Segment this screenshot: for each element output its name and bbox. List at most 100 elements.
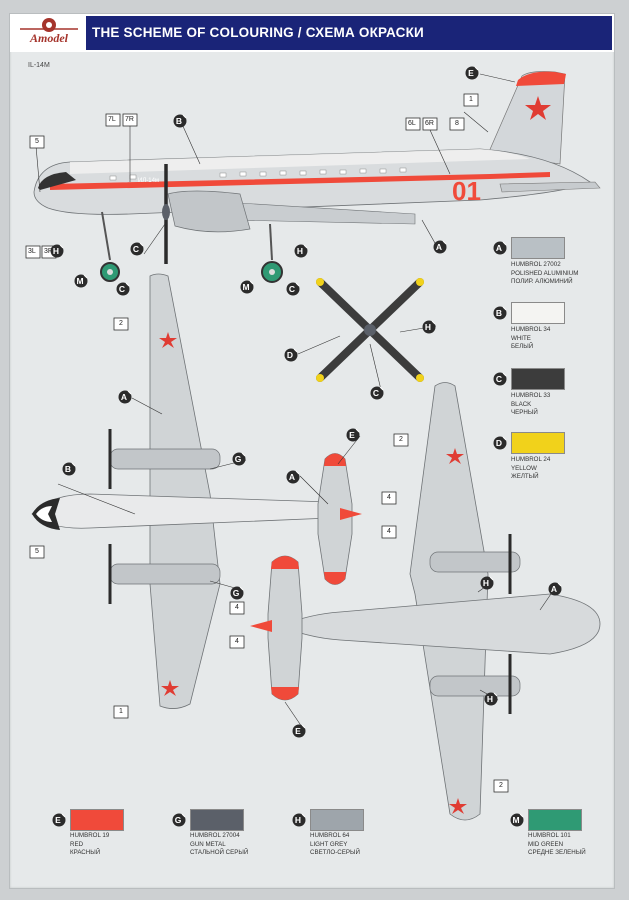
callout-1-side xyxy=(463,93,479,107)
callout-7L xyxy=(105,113,121,127)
paint-code-badge-g: G xyxy=(232,452,246,466)
paint-code-badge-a: A xyxy=(548,582,562,596)
svg-text:E: E xyxy=(55,815,61,825)
callout-label: 6R xyxy=(425,120,434,127)
paint-code-badge-g: G xyxy=(230,586,244,600)
paint-code-badge-m: M xyxy=(240,280,254,294)
legend-badge-B: B xyxy=(493,306,507,320)
paint-code-badge-c: C xyxy=(116,282,130,296)
paint-code-badge-e: E xyxy=(292,724,306,738)
paint-code-badge-h: H xyxy=(294,244,308,258)
paint-code-badge-a: A xyxy=(118,390,132,404)
amodel-logo: Amodel xyxy=(16,17,82,47)
callout-2-top xyxy=(113,317,129,331)
logo-roundel-icon xyxy=(20,18,78,32)
swatch-C xyxy=(511,368,565,390)
callout-4-bottom-b xyxy=(229,635,245,649)
callout-label: 2 xyxy=(499,782,503,789)
svg-text:B: B xyxy=(65,464,71,474)
callout-labels: 7L 7R 5 6L 6R 8 1 3L 3R 2 1 5 4 4 2 2 4 … xyxy=(10,14,614,888)
tail-number: 01 xyxy=(452,176,481,206)
svg-text:A: A xyxy=(551,584,557,594)
svg-text:C: C xyxy=(289,284,295,294)
svg-text:B: B xyxy=(496,308,502,318)
paint-code-badge-d: D xyxy=(284,348,298,362)
paint-code-badge-c: C xyxy=(286,282,300,296)
callout-label: 8 xyxy=(455,120,459,127)
callout-6R xyxy=(422,117,438,131)
svg-text:E: E xyxy=(468,68,474,78)
callout-6L xyxy=(405,117,421,131)
page-title: THE SCHEME OF COLOURING / СХЕМА ОКРАСКИ xyxy=(92,25,424,40)
paint-code-badge-h: H xyxy=(50,244,64,258)
callout-7R xyxy=(122,113,138,127)
legend-badge-M: M xyxy=(510,813,524,827)
swatch-G xyxy=(190,809,244,831)
callout-1-top xyxy=(113,705,129,719)
callout-label: 5 xyxy=(35,138,39,145)
svg-text:C: C xyxy=(496,374,502,384)
callout-label: 3R xyxy=(44,248,53,255)
svg-text:E: E xyxy=(295,726,301,736)
side-view: 01 ИЛ-14м xyxy=(33,71,601,283)
svg-text:M: M xyxy=(242,282,249,292)
legend-badge-A: A xyxy=(493,241,507,255)
callout-label: 4 xyxy=(387,494,391,501)
paint-code-badge-h: H xyxy=(480,576,494,590)
svg-text:M: M xyxy=(76,276,83,286)
bottom-view xyxy=(250,382,601,821)
header: Amodel THE SCHEME OF COLOURING / СХЕМА О… xyxy=(10,14,614,52)
svg-text:H: H xyxy=(53,246,59,256)
svg-text:H: H xyxy=(297,246,303,256)
svg-text:A: A xyxy=(496,243,502,253)
paint-code-badge-h: H xyxy=(422,320,436,334)
legend-badge-C: C xyxy=(493,372,507,386)
paint-code-badge-e: E xyxy=(465,66,479,80)
callout-label: 5 xyxy=(35,548,39,555)
legend-badge-D: D xyxy=(493,436,507,450)
aircraft-drawings: 01 ИЛ-14м xyxy=(31,71,601,821)
callout-label: 1 xyxy=(119,708,123,715)
svg-text:A: A xyxy=(121,392,127,402)
callout-3L xyxy=(25,245,41,259)
svg-text:A: A xyxy=(436,242,442,252)
callout-5-top xyxy=(29,545,45,559)
svg-text:G: G xyxy=(233,588,240,598)
callout-label: 2 xyxy=(119,320,123,327)
paint-code-badge-a: A xyxy=(433,240,447,254)
callout-label: 6L xyxy=(408,120,416,127)
svg-text:H: H xyxy=(295,815,301,825)
svg-text:H: H xyxy=(487,694,493,704)
paint-code-badge-a: A xyxy=(286,470,300,484)
svg-text:C: C xyxy=(133,244,139,254)
logo-text: Amodel xyxy=(30,31,68,45)
svg-text:A: A xyxy=(289,472,295,482)
svg-text:C: C xyxy=(119,284,125,294)
title-bar: THE SCHEME OF COLOURING / СХЕМА ОКРАСКИ xyxy=(86,16,612,50)
callout-label: 7R xyxy=(125,116,134,123)
callout-label: 1 xyxy=(469,96,473,103)
callout-8 xyxy=(449,117,465,131)
colour-scheme-sheet: Amodel THE SCHEME OF COLOURING / СХЕМА О… xyxy=(9,13,615,889)
legend-badge-G: G xyxy=(172,813,186,827)
callout-2-bottom-a xyxy=(393,433,409,447)
svg-text:G: G xyxy=(175,815,182,825)
swatch-H xyxy=(310,809,364,831)
propeller-detail xyxy=(316,278,424,382)
svg-text:B: B xyxy=(176,116,182,126)
paint-code-badge-h: H xyxy=(484,692,498,706)
legend-badge-E: E xyxy=(52,813,66,827)
paint-code-badge-c: C xyxy=(130,242,144,256)
callout-4-bottom-a xyxy=(229,601,245,615)
swatch-E xyxy=(70,809,124,831)
svg-text:H: H xyxy=(425,322,431,332)
callout-4-top-b xyxy=(381,525,397,539)
svg-text:G: G xyxy=(235,454,242,464)
